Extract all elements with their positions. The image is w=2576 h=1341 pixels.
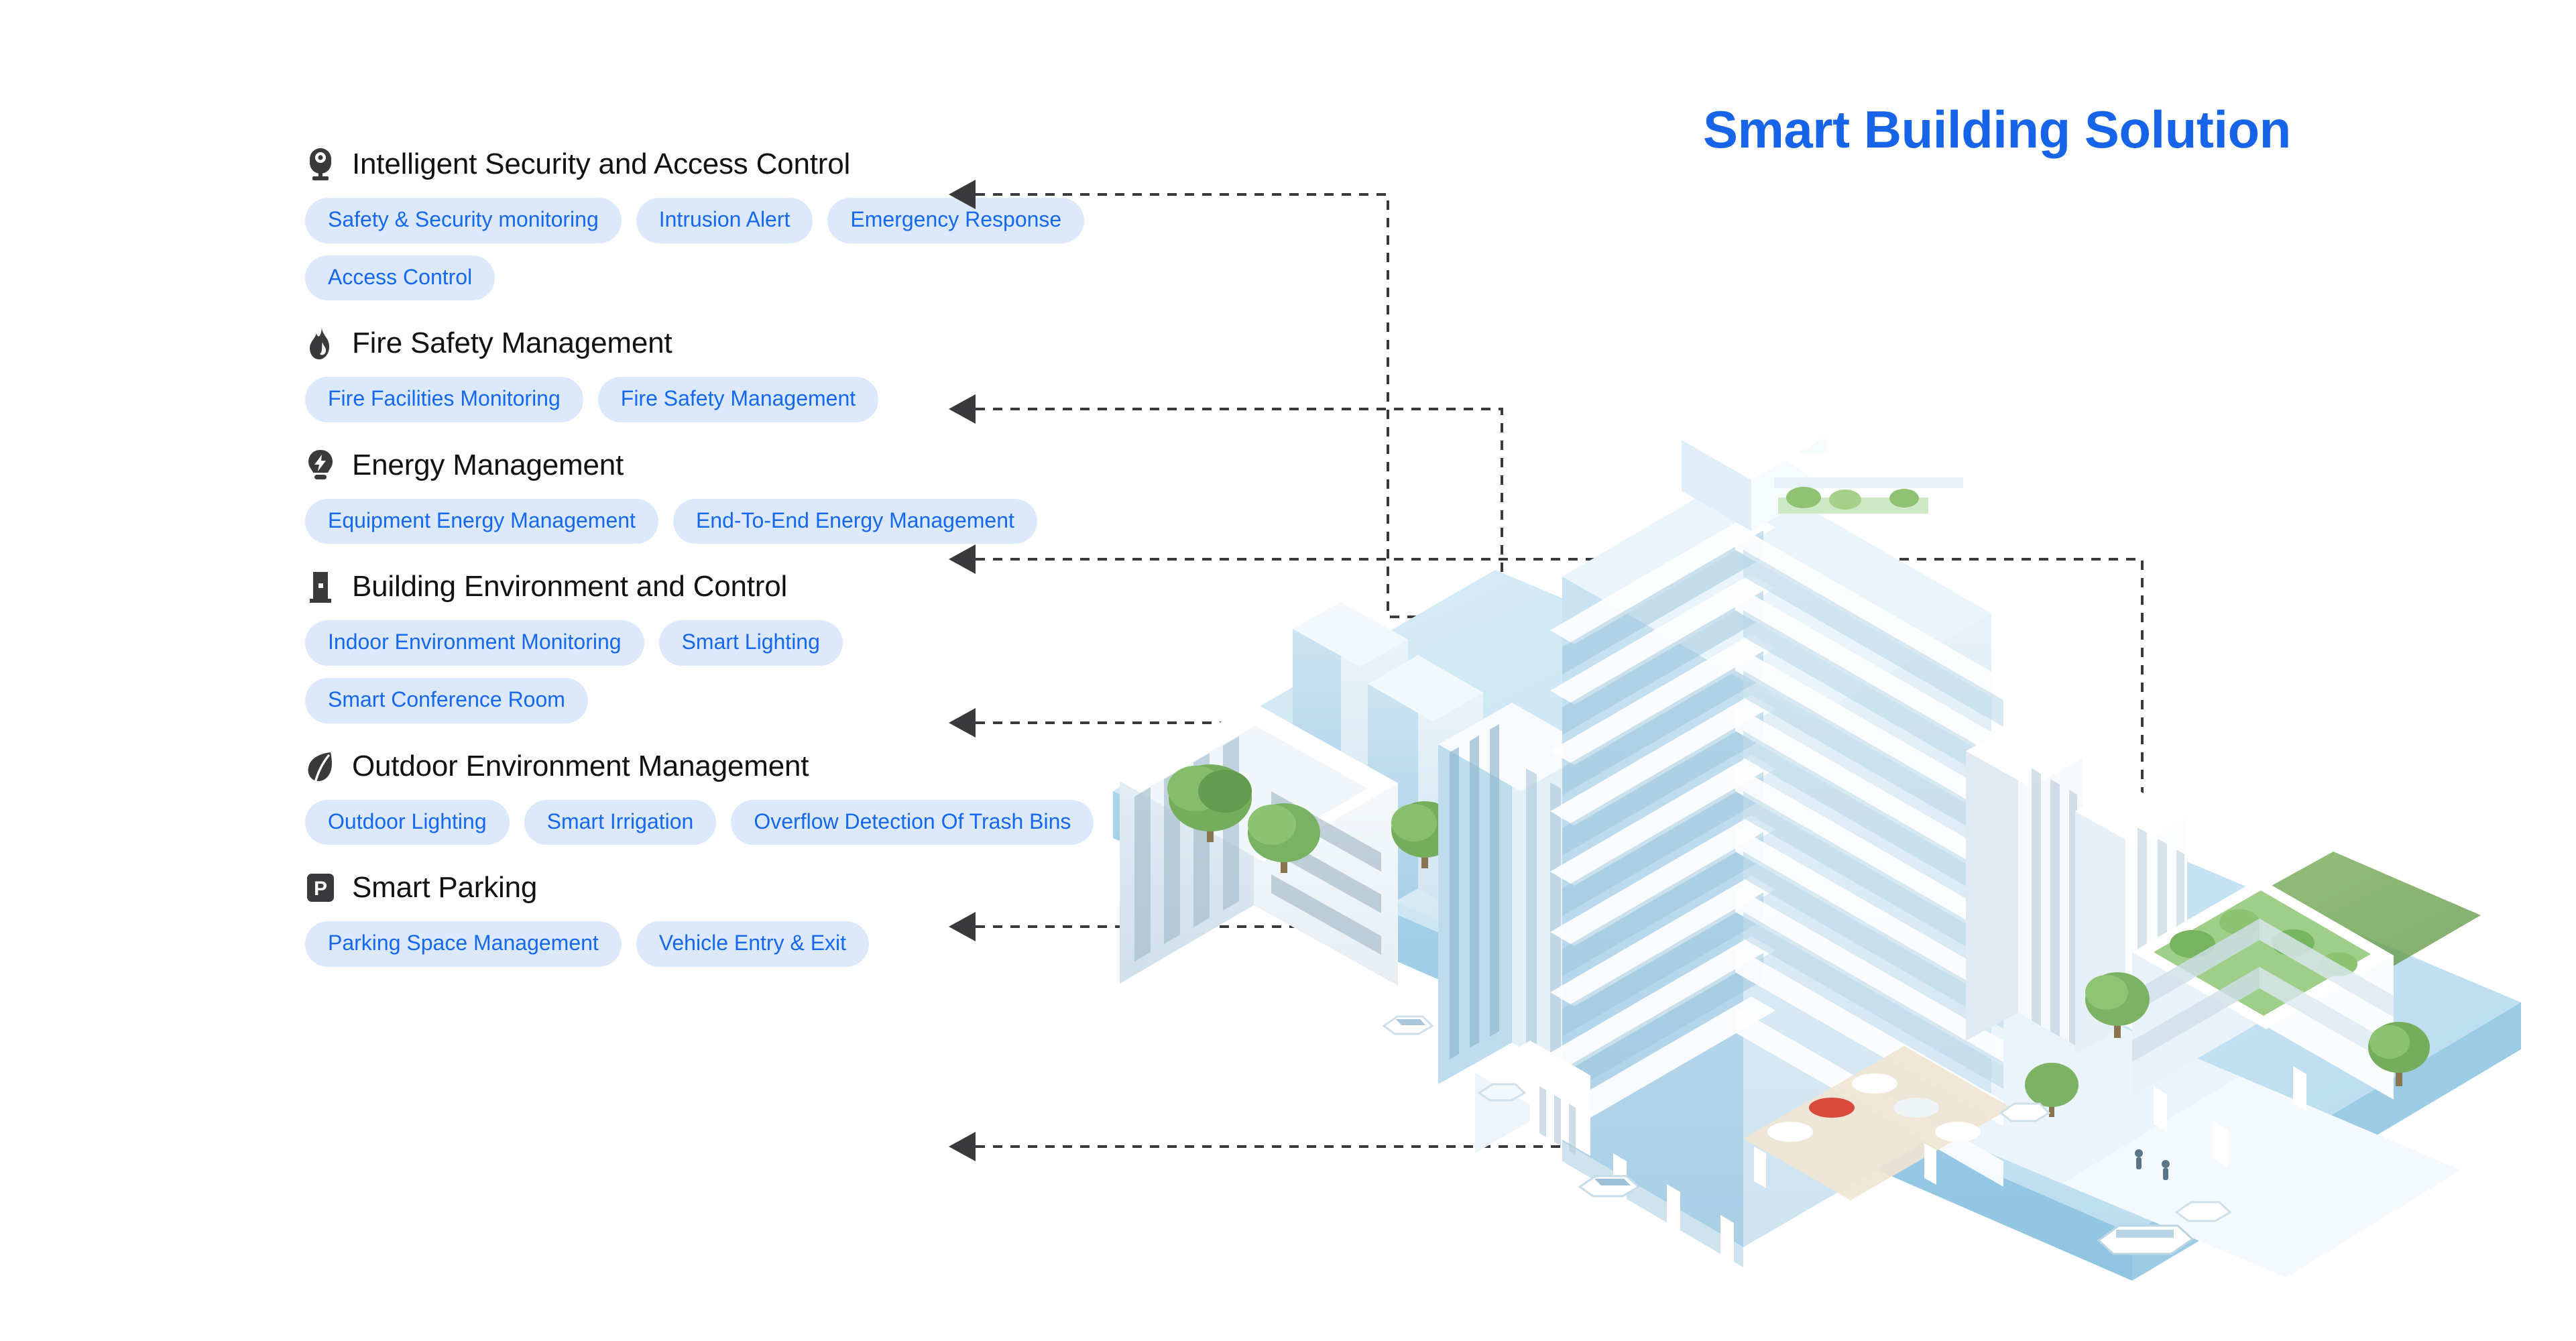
page-title: Smart Building Solution bbox=[1703, 100, 2291, 159]
feature-title: Outdoor Environment Management bbox=[352, 749, 809, 782]
feature-chip[interactable]: Fire Safety Management bbox=[597, 377, 879, 422]
feature-heading-energy-management: Energy Management bbox=[305, 445, 1096, 485]
right-green-roof-building bbox=[2132, 878, 2394, 1167]
feature-title: Building Environment and Control bbox=[352, 570, 788, 603]
feature-chip[interactable]: Fire Facilities Monitoring bbox=[305, 377, 583, 422]
feature-chip[interactable]: Equipment Energy Management bbox=[305, 498, 658, 544]
feature-chip[interactable]: Safety & Security monitoring bbox=[305, 198, 622, 243]
feature-chip[interactable]: Emergency Response bbox=[827, 198, 1085, 243]
feature-heading-building-environment-and-control: Building Environment and Control bbox=[305, 567, 1096, 607]
parking-p-icon: P bbox=[305, 870, 336, 905]
feature-chip[interactable]: Smart Irrigation bbox=[524, 799, 717, 846]
feature-chip[interactable]: Outdoor Lighting bbox=[305, 799, 510, 846]
feature-chip[interactable]: Smart Lighting bbox=[658, 620, 843, 666]
feature-chip[interactable]: Vehicle Entry & Exit bbox=[636, 921, 870, 967]
vehicles bbox=[1382, 1015, 2232, 1255]
feature-heading-outdoor-environment-management: Outdoor Environment Management bbox=[305, 746, 1096, 786]
feature-title: Intelligent Security and Access Control bbox=[352, 148, 851, 180]
lightbulb-bolt-icon bbox=[305, 448, 336, 483]
feature-chip[interactable]: Access Control bbox=[305, 255, 495, 301]
chip-row-intelligent-security-and-access-control: Safety & Security monitoring Intrusion Al… bbox=[305, 198, 1096, 301]
covered-parking bbox=[1743, 1046, 2011, 1235]
chip-row-energy-management: Equipment Energy Management End-To-End En… bbox=[305, 498, 1096, 544]
trees-right bbox=[2025, 972, 2430, 1117]
chip-row-fire-safety-management: Fire Facilities Monitoring Fire Safety Ma… bbox=[305, 377, 1096, 422]
feature-heading-fire-safety-management: Fire Safety Management bbox=[305, 323, 1096, 363]
feature-chip[interactable]: Parking Space Management bbox=[305, 921, 622, 967]
feature-chip[interactable]: End-To-End Energy Management bbox=[672, 498, 1037, 544]
feature-heading-smart-parking: P Smart Parking bbox=[305, 868, 1096, 908]
feature-title: Energy Management bbox=[352, 448, 624, 481]
chip-row-building-environment-and-control: Indoor Environment Monitoring Smart Light… bbox=[305, 620, 1096, 723]
feature-title: Smart Parking bbox=[352, 871, 538, 905]
feature-heading-intelligent-security-and-access-control: Intelligent Security and Access Control bbox=[305, 144, 1096, 184]
feature-chip[interactable]: Indoor Environment Monitoring bbox=[305, 620, 644, 666]
leaf-icon bbox=[305, 749, 336, 784]
feature-chip[interactable]: Intrusion Alert bbox=[636, 198, 813, 243]
door-icon bbox=[305, 569, 336, 604]
feature-title: Fire Safety Management bbox=[352, 327, 672, 360]
feature-chip[interactable]: Smart Conference Room bbox=[305, 677, 588, 723]
isometric-city-illustration bbox=[1033, 282, 2575, 1328]
chip-row-smart-parking: Parking Space Management Vehicle Entry & … bbox=[305, 921, 1096, 967]
svg-text:P: P bbox=[314, 878, 327, 900]
security-camera-icon bbox=[305, 147, 336, 182]
flame-icon bbox=[305, 326, 336, 361]
